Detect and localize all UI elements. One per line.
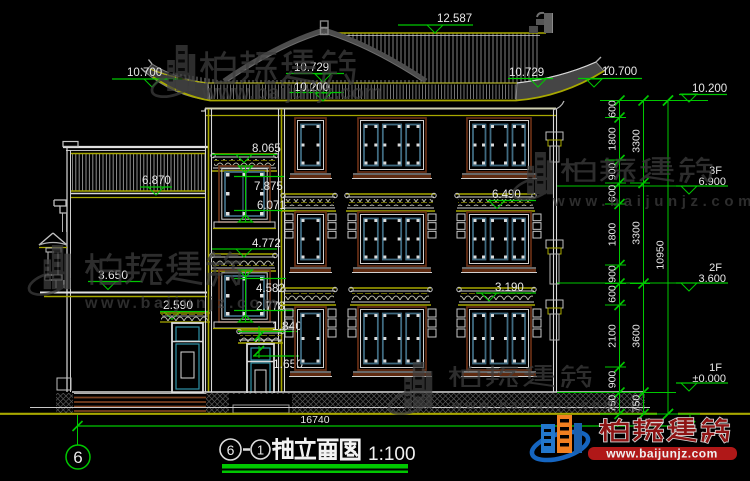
svg-text:2F: 2F <box>709 262 722 274</box>
svg-text:www.baijunjz.com: www.baijunjz.com <box>552 193 750 210</box>
svg-text:8.065: 8.065 <box>252 143 281 155</box>
svg-text:1800: 1800 <box>607 223 619 247</box>
svg-text:6: 6 <box>227 442 235 458</box>
svg-text:10.700: 10.700 <box>127 67 162 79</box>
svg-text:1:100: 1:100 <box>368 444 416 465</box>
svg-text:12.587: 12.587 <box>437 13 472 25</box>
svg-text:4.772: 4.772 <box>252 238 281 250</box>
svg-text:3600: 3600 <box>631 324 643 348</box>
svg-text:750: 750 <box>607 395 619 413</box>
svg-text:6.071: 6.071 <box>257 200 286 212</box>
svg-text:6: 6 <box>73 448 82 467</box>
svg-text:www.baijunjz.com: www.baijunjz.com <box>201 82 383 104</box>
svg-text:750: 750 <box>631 395 643 413</box>
svg-text:600: 600 <box>607 100 619 118</box>
svg-text:www.baijunjz.com: www.baijunjz.com <box>451 397 619 412</box>
svg-text:www.baijunjz.com: www.baijunjz.com <box>84 295 281 312</box>
svg-text:±0.000: ±0.000 <box>692 373 726 385</box>
svg-text:600: 600 <box>607 285 619 303</box>
svg-text:10.700: 10.700 <box>602 66 637 78</box>
svg-text:1: 1 <box>257 443 264 458</box>
svg-text:900: 900 <box>607 371 619 389</box>
svg-text:4.582: 4.582 <box>256 283 285 295</box>
svg-text:www.baijunjz.com: www.baijunjz.com <box>605 447 718 461</box>
svg-text:7.875: 7.875 <box>254 181 283 193</box>
svg-text:6.870: 6.870 <box>142 175 171 187</box>
svg-text:3.600: 3.600 <box>698 273 726 285</box>
svg-text:1F: 1F <box>709 362 722 374</box>
svg-text:600: 600 <box>607 185 619 203</box>
svg-text:2.590: 2.590 <box>163 298 193 312</box>
svg-text:1.650: 1.650 <box>273 357 303 371</box>
svg-text:3F: 3F <box>709 165 722 177</box>
svg-text:1800: 1800 <box>607 127 619 151</box>
svg-text:3300: 3300 <box>631 221 643 245</box>
svg-text:10950: 10950 <box>655 240 667 269</box>
svg-text:2100: 2100 <box>607 324 619 348</box>
svg-text:16740: 16740 <box>300 414 329 426</box>
svg-text:10.200: 10.200 <box>294 82 329 94</box>
svg-text:900: 900 <box>607 265 619 283</box>
svg-text:3.190: 3.190 <box>495 282 524 294</box>
svg-text:10.200: 10.200 <box>692 83 727 95</box>
svg-text:10.729: 10.729 <box>509 67 544 79</box>
svg-text:3300: 3300 <box>631 129 643 153</box>
